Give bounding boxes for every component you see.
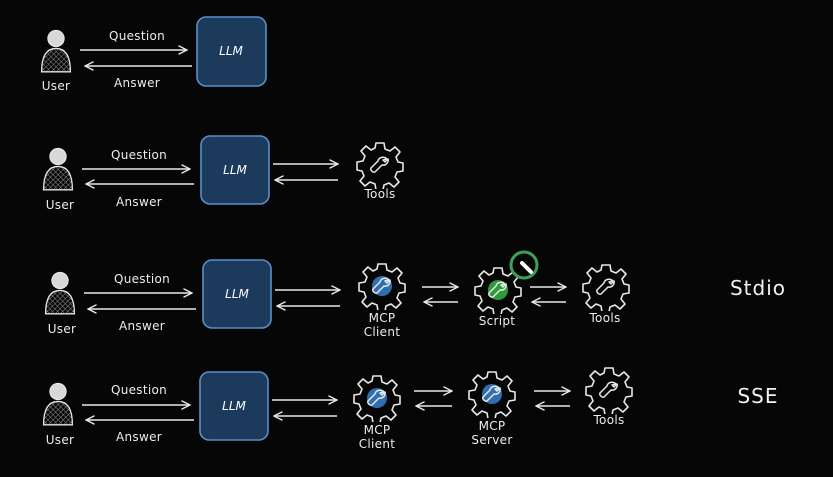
mcp-client-label-line1: MCP [368,311,396,325]
user-label: User [45,198,75,212]
mcp-client-label-line2: Client [358,437,396,451]
llm-box [200,135,270,205]
llm-box [196,16,267,87]
script-label: Script [478,314,516,328]
question-label: Question [108,29,166,43]
mcp-server-label-line2: Server [471,433,513,447]
tools-gear-icon [585,367,633,414]
cursor-icon [520,261,533,274]
mcp-server-gear-icon [468,371,516,418]
user-label: User [45,433,75,447]
question-label: Question [110,383,168,397]
answer-label: Answer [114,76,160,90]
answer-label: Answer [116,195,162,209]
user-icon [44,271,76,315]
mcp-client-gear-icon [358,263,406,310]
question-label: Question [113,272,171,286]
llm-box [199,371,269,441]
tools-label: Tools [589,311,621,325]
user-icon [40,29,72,73]
cursor-highlight [509,250,539,280]
tools-gear-icon [582,264,630,311]
tools-label: Tools [593,413,625,427]
mcp-client-gear-icon [353,375,401,422]
mcp-client-label-line1: MCP [363,423,391,437]
tools-label: Tools [364,187,396,201]
row-2 [42,135,404,205]
llm-label: LLM [223,163,247,177]
llm-label: LLM [222,399,246,413]
user-label: User [41,79,71,93]
row-1 [40,16,267,87]
llm-box [202,259,272,329]
user-icon [42,382,74,426]
user-icon [42,147,74,191]
answer-label: Answer [116,430,162,444]
tools-gear-icon [356,142,404,189]
mode-label-sse: SSE [737,384,779,408]
answer-label: Answer [119,319,165,333]
mcp-client-label-line2: Client [363,325,401,339]
mcp-server-label-line1: MCP [478,419,506,433]
question-label: Question [110,148,168,162]
row-3 [44,250,630,329]
mode-label-stdio: Stdio [729,276,787,300]
row-4 [42,367,633,441]
user-label: User [47,322,77,336]
llm-label: LLM [219,44,243,58]
llm-label: LLM [225,287,249,301]
